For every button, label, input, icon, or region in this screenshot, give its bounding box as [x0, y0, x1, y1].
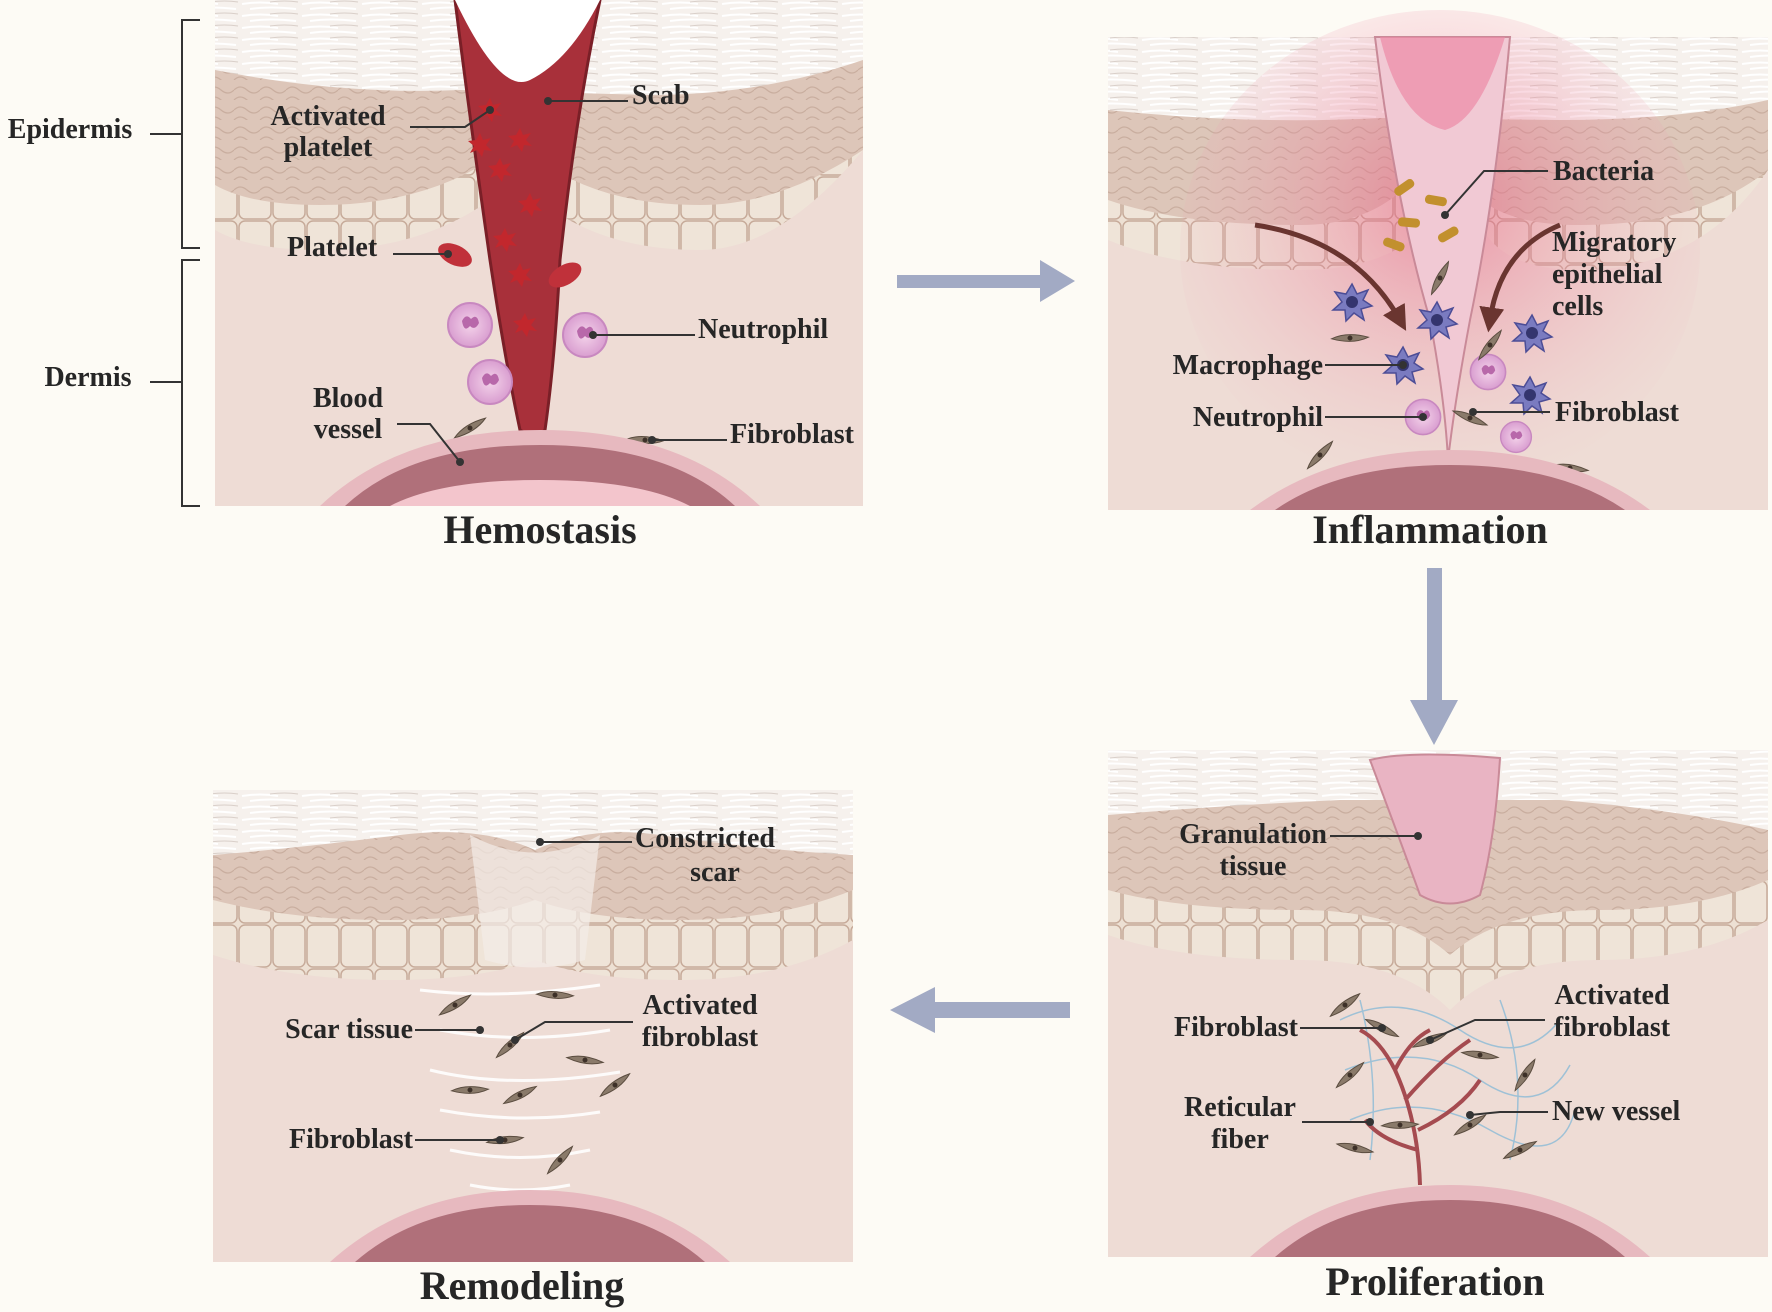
- stratum-corneum: [213, 790, 853, 855]
- label-reticular-1: Reticular: [1184, 1092, 1296, 1123]
- panel-proliferation: Granulation tissue Fibroblast Activated …: [1108, 750, 1768, 1304]
- label-platelet: Platelet: [287, 232, 378, 263]
- title-hemostasis: Hemostasis: [443, 507, 636, 552]
- migration-arrow-right: [1479, 222, 1561, 333]
- bacteria: [1383, 178, 1459, 252]
- granulation-tissue: [1368, 753, 1502, 905]
- wound-gap: [455, 0, 600, 83]
- label-migratory-1: Migratory: [1552, 227, 1676, 258]
- layer-brackets: [150, 19, 200, 507]
- label-activated-platelet-2: platelet: [284, 132, 373, 163]
- leaders-inflammation: [1325, 170, 1550, 421]
- migration-arrow-left: [1254, 222, 1407, 331]
- panel-remodeling: Constricted scar Scar tissue Activated f…: [213, 790, 853, 1308]
- panel-hemostasis: Epidermis Dermis Activated platelet Scab…: [8, 0, 863, 552]
- label-scab: Scab: [632, 80, 690, 111]
- label-macrophage: Macrophage: [1173, 350, 1323, 381]
- blood-vessel-lumen: [390, 480, 690, 506]
- label-blood-vessel-1: Blood: [313, 383, 383, 414]
- label-epidermis: Epidermis: [8, 114, 133, 145]
- title-inflammation: Inflammation: [1312, 507, 1548, 552]
- arrow-proliferation-to-remodeling: [890, 987, 1070, 1033]
- label-granulation-2: tissue: [1220, 851, 1287, 882]
- constricted-scar: [470, 835, 600, 968]
- panel-inflammation: Bacteria Migratory epithelial cells Macr…: [1108, 10, 1768, 552]
- label-migratory-2: epithelial: [1552, 259, 1663, 290]
- arrow-inflammation-to-proliferation: [1410, 568, 1458, 745]
- leaders-proliferation: [1300, 832, 1548, 1126]
- label-neutrophil: Neutrophil: [1193, 402, 1323, 433]
- label-scar-tissue: Scar tissue: [285, 1014, 413, 1045]
- label-constricted-scar-1: Constricted: [635, 823, 775, 854]
- label-fibroblast: Fibroblast: [1555, 397, 1680, 428]
- blood-vessel: [1275, 465, 1625, 510]
- leaders-hemostasis: [393, 97, 727, 466]
- label-fibroblast: Fibroblast: [1174, 1012, 1299, 1043]
- label-neutrophil: Neutrophil: [698, 314, 828, 345]
- label-activated-fibroblast-2: fibroblast: [642, 1022, 759, 1053]
- wound-top: [1380, 37, 1505, 130]
- scar-fibers: [419, 983, 621, 1192]
- blood-vessel: [355, 1205, 705, 1262]
- label-constricted-scar-2: scar: [690, 857, 740, 888]
- label-activated-platelet-1: Activated: [270, 101, 386, 132]
- title-proliferation: Proliferation: [1325, 1259, 1544, 1304]
- label-blood-vessel-2: vessel: [314, 414, 383, 445]
- label-reticular-2: fiber: [1211, 1124, 1269, 1155]
- leaders-remodeling: [415, 838, 633, 1144]
- label-activated-fibroblast-2: fibroblast: [1554, 1012, 1671, 1043]
- label-new-vessel: New vessel: [1552, 1096, 1681, 1127]
- label-activated-fibroblast-1: Activated: [642, 990, 758, 1021]
- arrow-hemostasis-to-inflammation: [897, 260, 1075, 302]
- blood-vessel: [1275, 1200, 1625, 1257]
- label-migratory-3: cells: [1552, 291, 1603, 322]
- label-fibroblast: Fibroblast: [289, 1124, 414, 1155]
- title-remodeling: Remodeling: [420, 1263, 624, 1308]
- platelets: [438, 243, 582, 288]
- label-granulation-1: Granulation: [1179, 819, 1327, 850]
- label-activated-fibroblast-1: Activated: [1554, 980, 1670, 1011]
- label-dermis: Dermis: [44, 362, 131, 393]
- label-bacteria: Bacteria: [1553, 156, 1654, 187]
- label-fibroblast: Fibroblast: [730, 419, 855, 450]
